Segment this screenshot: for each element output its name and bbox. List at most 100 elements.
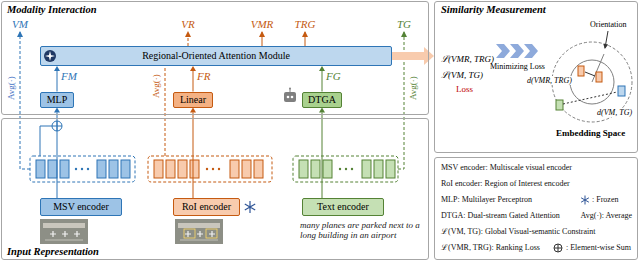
embedding-space-figure — [563, 92, 617, 104]
panel-title: Similarity Measurement — [441, 4, 546, 16]
operator-label: Avg(·) — [408, 76, 418, 100]
connector-line — [193, 71, 194, 92]
feature-group-roi — [148, 156, 272, 182]
legend-text: : Element-wise Sum — [566, 243, 631, 253]
operator-label: Avg(·) — [151, 74, 161, 98]
annotation-label: d(VM, TG) — [596, 108, 633, 117]
aerial-image — [180, 239, 218, 241]
connector-line — [322, 71, 323, 92]
annotation-label: VM — [12, 18, 28, 31]
feature-group-roi — [254, 160, 263, 178]
connector — [319, 66, 325, 92]
linear-box: Linear — [173, 92, 213, 108]
box-label: MSV encoder — [53, 201, 109, 213]
feature-group-roi — [166, 160, 175, 178]
aerial-image — [206, 229, 217, 238]
feature-group-text — [339, 168, 341, 170]
feature-group-roi — [242, 160, 251, 178]
feature-group-roi — [212, 168, 214, 170]
connector-line — [322, 113, 323, 199]
compass-icon — [44, 50, 56, 62]
frozen-icon — [245, 201, 255, 213]
legend-text: DTGA: Dual-stream Gated Attention — [441, 211, 560, 221]
feature-group-text — [386, 160, 395, 178]
aerial-image — [40, 219, 88, 244]
leader-line — [305, 32, 306, 46]
connector — [190, 66, 196, 92]
aerial-image — [43, 223, 85, 228]
feature-group-text — [323, 160, 332, 178]
chevron-arrows — [524, 44, 538, 58]
frozen-icon — [245, 201, 255, 213]
annotation-label: VMR — [251, 18, 274, 31]
leader-line — [165, 67, 166, 156]
aerial-image — [185, 231, 215, 237]
leader-line — [20, 32, 404, 169]
embedding-space-figure — [592, 54, 604, 82]
mlp-box: MLP — [40, 92, 74, 108]
feature-group-msv — [109, 160, 118, 178]
compass-icon — [45, 51, 55, 61]
legend-panel: MSV encoder: Multiscale visual encoderRo… — [434, 157, 638, 260]
feature-group-msv — [48, 160, 57, 178]
legend-text: MSV encoder: Multiscale visual encoder — [441, 163, 572, 173]
feature-group-roi — [218, 168, 220, 170]
frozen-icon — [581, 196, 589, 205]
robot-icon — [289, 88, 291, 90]
feature-group-msv — [87, 168, 89, 170]
connector-line — [57, 113, 58, 199]
aerial-image — [45, 239, 83, 241]
legend-text: ℒ(VM, TG): Global Visual-semantic Constr… — [441, 227, 595, 237]
annotation-label: TG — [397, 18, 411, 31]
aerial-image — [175, 219, 223, 244]
connector — [54, 108, 60, 199]
embedding-space-figure — [585, 72, 595, 76]
robot-icon — [284, 88, 296, 103]
box-label: Text encoder — [317, 201, 369, 213]
encoder-box: Text encoder — [302, 198, 384, 216]
operator-label: Avg(·) — [6, 76, 16, 100]
leader-line — [262, 32, 263, 46]
feature-group-text — [351, 168, 353, 170]
robot-icon — [287, 96, 290, 99]
annotation-label: Orientation — [590, 20, 626, 29]
leader-line — [188, 32, 189, 46]
arrowhead — [190, 66, 196, 71]
embedding-space-figure — [596, 72, 602, 82]
feature-label: FR — [197, 70, 210, 83]
aerial-image — [40, 219, 88, 244]
connector-line — [193, 113, 194, 199]
box-label: MLP — [47, 94, 68, 106]
feature-group-text — [299, 160, 308, 178]
feature-group-text — [293, 156, 398, 182]
leader-line — [20, 32, 30, 169]
connector — [319, 108, 325, 199]
feature-label: FG — [326, 70, 341, 83]
connector-line — [392, 52, 424, 60]
arrowhead — [54, 66, 60, 71]
arrowhead — [190, 108, 196, 113]
legend-text: ℒ(VMR, TRG): Ranking Loss — [441, 243, 540, 253]
aerial-image — [50, 231, 80, 237]
encoder-box: RoI encoder — [173, 198, 240, 216]
chevron-arrows — [496, 44, 510, 58]
feature-group-msv — [30, 156, 135, 182]
annotation-label: Embedding Space — [556, 128, 625, 138]
attention-module-box: Regional-Oriented Attention Module — [40, 46, 392, 66]
chevron-arrows — [496, 44, 538, 58]
legend-text: RoI encoder: Region of Interest encoder — [441, 179, 570, 189]
feature-group-msv — [30, 156, 135, 182]
annotation-label: Minimizing Loss — [490, 62, 545, 71]
feature-label: FM — [61, 70, 77, 83]
dtga-box: DTGA — [302, 92, 342, 108]
annotation-label: ℒ(VMR, TRG) — [441, 54, 494, 64]
leader-line — [40, 126, 52, 156]
robot-icon — [284, 92, 296, 102]
flow-arrow — [392, 47, 434, 65]
feature-group-text — [293, 156, 398, 182]
annotation-label: Loss — [456, 84, 473, 94]
chevron-arrows — [510, 44, 524, 58]
arrowhead — [54, 108, 60, 113]
aerial-image — [184, 229, 195, 238]
